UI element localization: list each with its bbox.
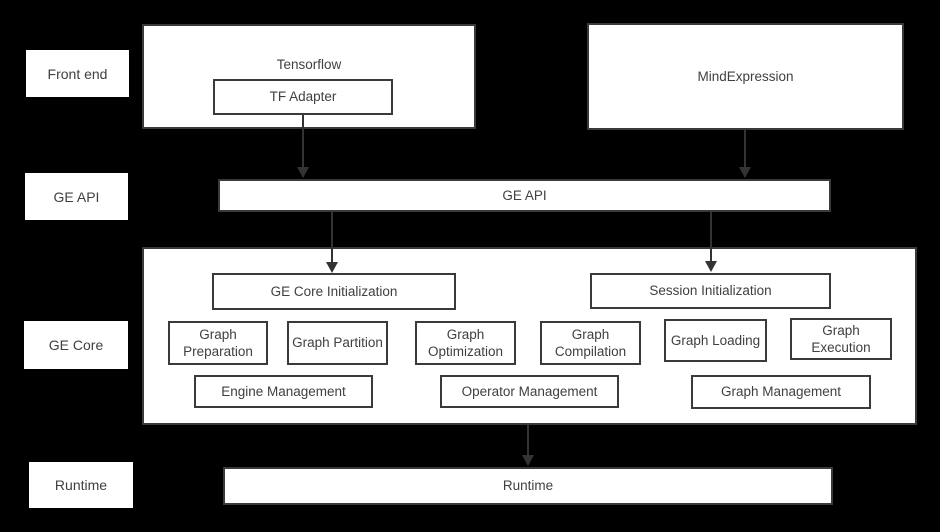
arrow-head-icon [739, 167, 751, 178]
ge-core-initialization-box: GE Core Initialization [212, 273, 456, 310]
engine-management-box: Engine Management [194, 375, 373, 408]
layer-label-ge-core: GE Core [24, 321, 128, 369]
graph-compilation-box: Graph Compilation [540, 321, 641, 365]
arrow-head-icon [522, 455, 534, 466]
graph-execution-box: Graph Execution [790, 318, 892, 360]
mindexpression-box: MindExpression [587, 23, 904, 130]
arrow-mindexpression-to-ge-api [739, 130, 751, 178]
graph-partition-box: Graph Partition [287, 321, 388, 365]
graph-management-box: Graph Management [691, 375, 871, 409]
graph-loading-box: Graph Loading [664, 319, 767, 362]
layer-label-front-end: Front end [26, 50, 129, 97]
arrow-head-icon [297, 167, 309, 178]
session-initialization-box: Session Initialization [590, 273, 831, 309]
graph-preparation-box: Graph Preparation [168, 321, 268, 365]
tf-adapter-box: TF Adapter [213, 79, 393, 115]
tensorflow-label: Tensorflow [276, 57, 342, 72]
arrow-line [527, 425, 529, 455]
runtime-bar: Runtime [223, 467, 833, 505]
arrow-ge-core-to-runtime [522, 425, 534, 466]
arrow-line [744, 130, 746, 167]
operator-management-box: Operator Management [440, 375, 619, 408]
ge-api-bar: GE API [218, 179, 831, 212]
layer-label-runtime: Runtime [29, 462, 133, 508]
graph-optimization-box: Graph Optimization [415, 321, 516, 365]
layer-label-ge-api: GE API [25, 173, 128, 220]
